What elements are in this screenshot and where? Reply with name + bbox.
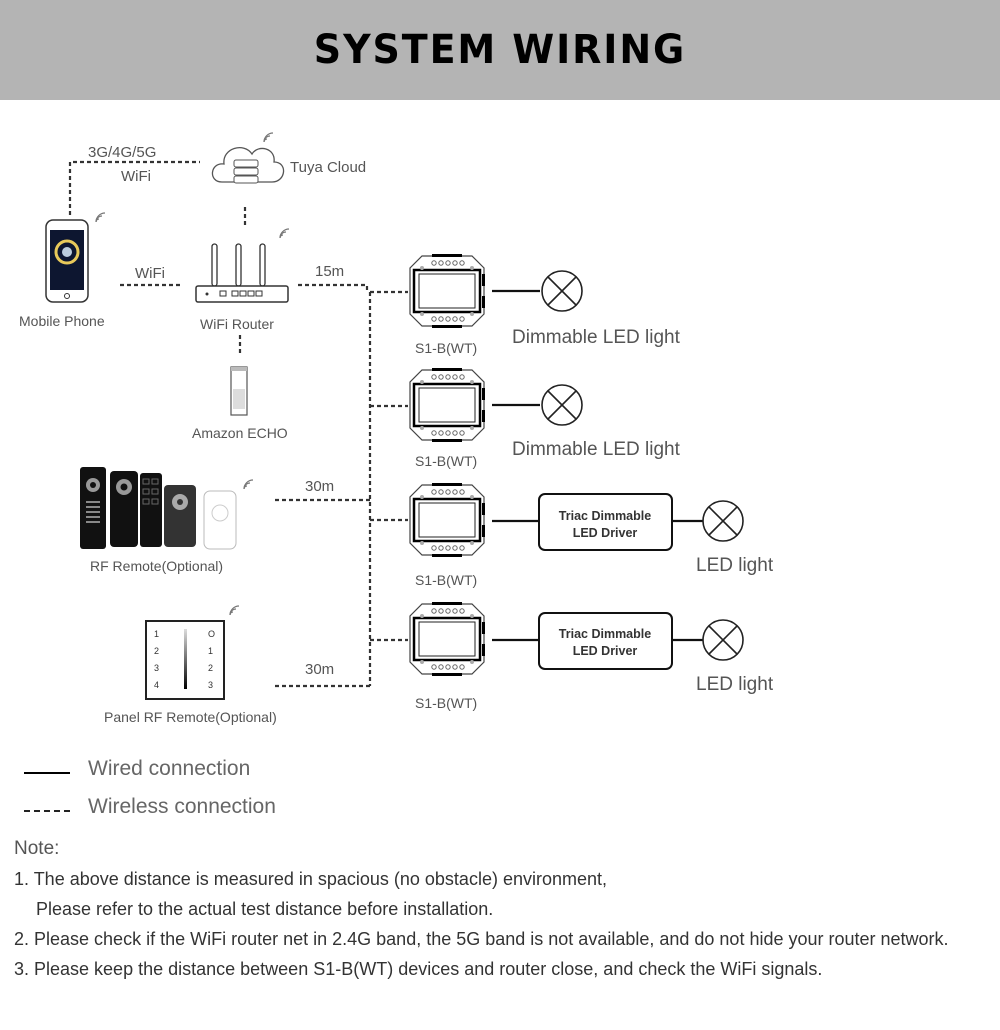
device-label: S1-B(WT) <box>415 695 477 711</box>
device-row: S1-B(WT) Triac Dimmable LED Driver LED l… <box>408 600 774 711</box>
panel-rf-remote-icon: 1 2 3 4 O 1 2 3 <box>145 605 240 700</box>
panel-key-left: 4 <box>154 680 159 690</box>
s1-module-icon <box>408 600 487 678</box>
bulb-icon <box>702 619 744 661</box>
driver-label-line1: Triac Dimmable <box>559 627 651 641</box>
s1-module-icon <box>408 366 487 444</box>
panel-key-left: 3 <box>154 663 159 673</box>
device-label: S1-B(WT) <box>415 572 477 588</box>
device-label: S1-B(WT) <box>415 340 477 356</box>
link-phone-cloud <box>68 160 200 215</box>
link-label-phone-cloud-1: 3G/4G/5G <box>88 144 156 161</box>
panel-rf-remote-label: Panel RF Remote(Optional) <box>104 709 277 725</box>
driver-label-line2: LED Driver <box>573 644 638 658</box>
rf-remote-icon <box>80 467 254 550</box>
link-label-router-devices: 15m <box>315 263 344 280</box>
note-item: 1. The above distance is measured in spa… <box>14 869 607 889</box>
device-row: S1-B(WT) Triac Dimmable LED Driver LED l… <box>408 481 774 588</box>
amazon-echo-icon <box>230 366 248 416</box>
link-router-bus <box>298 283 369 292</box>
bulb-icon <box>541 384 583 426</box>
panel-key-right: 2 <box>208 663 213 673</box>
link-label-phone-router: WiFi <box>135 265 165 282</box>
amazon-echo-label: Amazon ECHO <box>192 425 288 441</box>
notes-section: Note: 1. The above distance is measured … <box>14 834 949 984</box>
wireless-links <box>68 160 408 688</box>
link-label-panel: 30m <box>305 661 334 678</box>
s1-module-icon <box>408 252 487 330</box>
load-label: LED light <box>696 674 774 695</box>
wifi-router-label: WiFi Router <box>200 316 274 332</box>
wiring-diagram: 3G/4G/5G WiFi WiFi 15m 30m 30m Tuya Clou… <box>19 132 774 725</box>
legend-wireless-label: Wireless connection <box>88 795 276 818</box>
load-label: Dimmable LED light <box>512 327 681 348</box>
note-item: 2. Please check if the WiFi router net i… <box>14 929 949 949</box>
note-item-continued: Please refer to the actual test distance… <box>36 899 494 919</box>
wired-line-sample <box>24 772 70 774</box>
link-label-phone-cloud-2: WiFi <box>121 168 151 185</box>
tuya-cloud-icon <box>211 132 285 184</box>
panel-key-right: 3 <box>208 680 213 690</box>
device-row: S1-B(WT) Dimmable LED light <box>408 366 681 469</box>
load-label: LED light <box>696 555 774 576</box>
s1-module-icon <box>408 481 487 559</box>
panel-key-left: 2 <box>154 646 159 656</box>
driver-label-line1: Triac Dimmable <box>559 509 651 523</box>
load-label: Dimmable LED light <box>512 439 681 460</box>
wireless-line-sample <box>24 810 70 812</box>
tuya-cloud-label: Tuya Cloud <box>290 159 366 176</box>
notes-title: Note: <box>14 838 60 859</box>
device-row: S1-B(WT) Dimmable LED light <box>408 252 681 356</box>
panel-key-right: 1 <box>208 646 213 656</box>
legend-wired-label: Wired connection <box>88 757 251 780</box>
rf-remote-label: RF Remote(Optional) <box>90 558 223 574</box>
led-driver-box: Triac Dimmable LED Driver <box>538 612 673 670</box>
panel-key-left: 1 <box>154 629 159 639</box>
link-label-rf-remote: 30m <box>305 478 334 495</box>
page-title: SYSTEM WIRING <box>313 27 687 73</box>
mobile-phone-label: Mobile Phone <box>19 313 105 329</box>
bulb-icon <box>702 500 744 542</box>
driver-label-line2: LED Driver <box>573 526 638 540</box>
bulb-icon <box>541 270 583 312</box>
header-banner: SYSTEM WIRING <box>0 0 1000 100</box>
note-item: 3. Please keep the distance between S1-B… <box>14 959 823 979</box>
panel-key-right: O <box>208 629 215 639</box>
device-label: S1-B(WT) <box>415 453 477 469</box>
wifi-router-icon <box>195 228 290 303</box>
mobile-phone-icon <box>45 212 106 303</box>
led-driver-box: Triac Dimmable LED Driver <box>538 493 673 551</box>
